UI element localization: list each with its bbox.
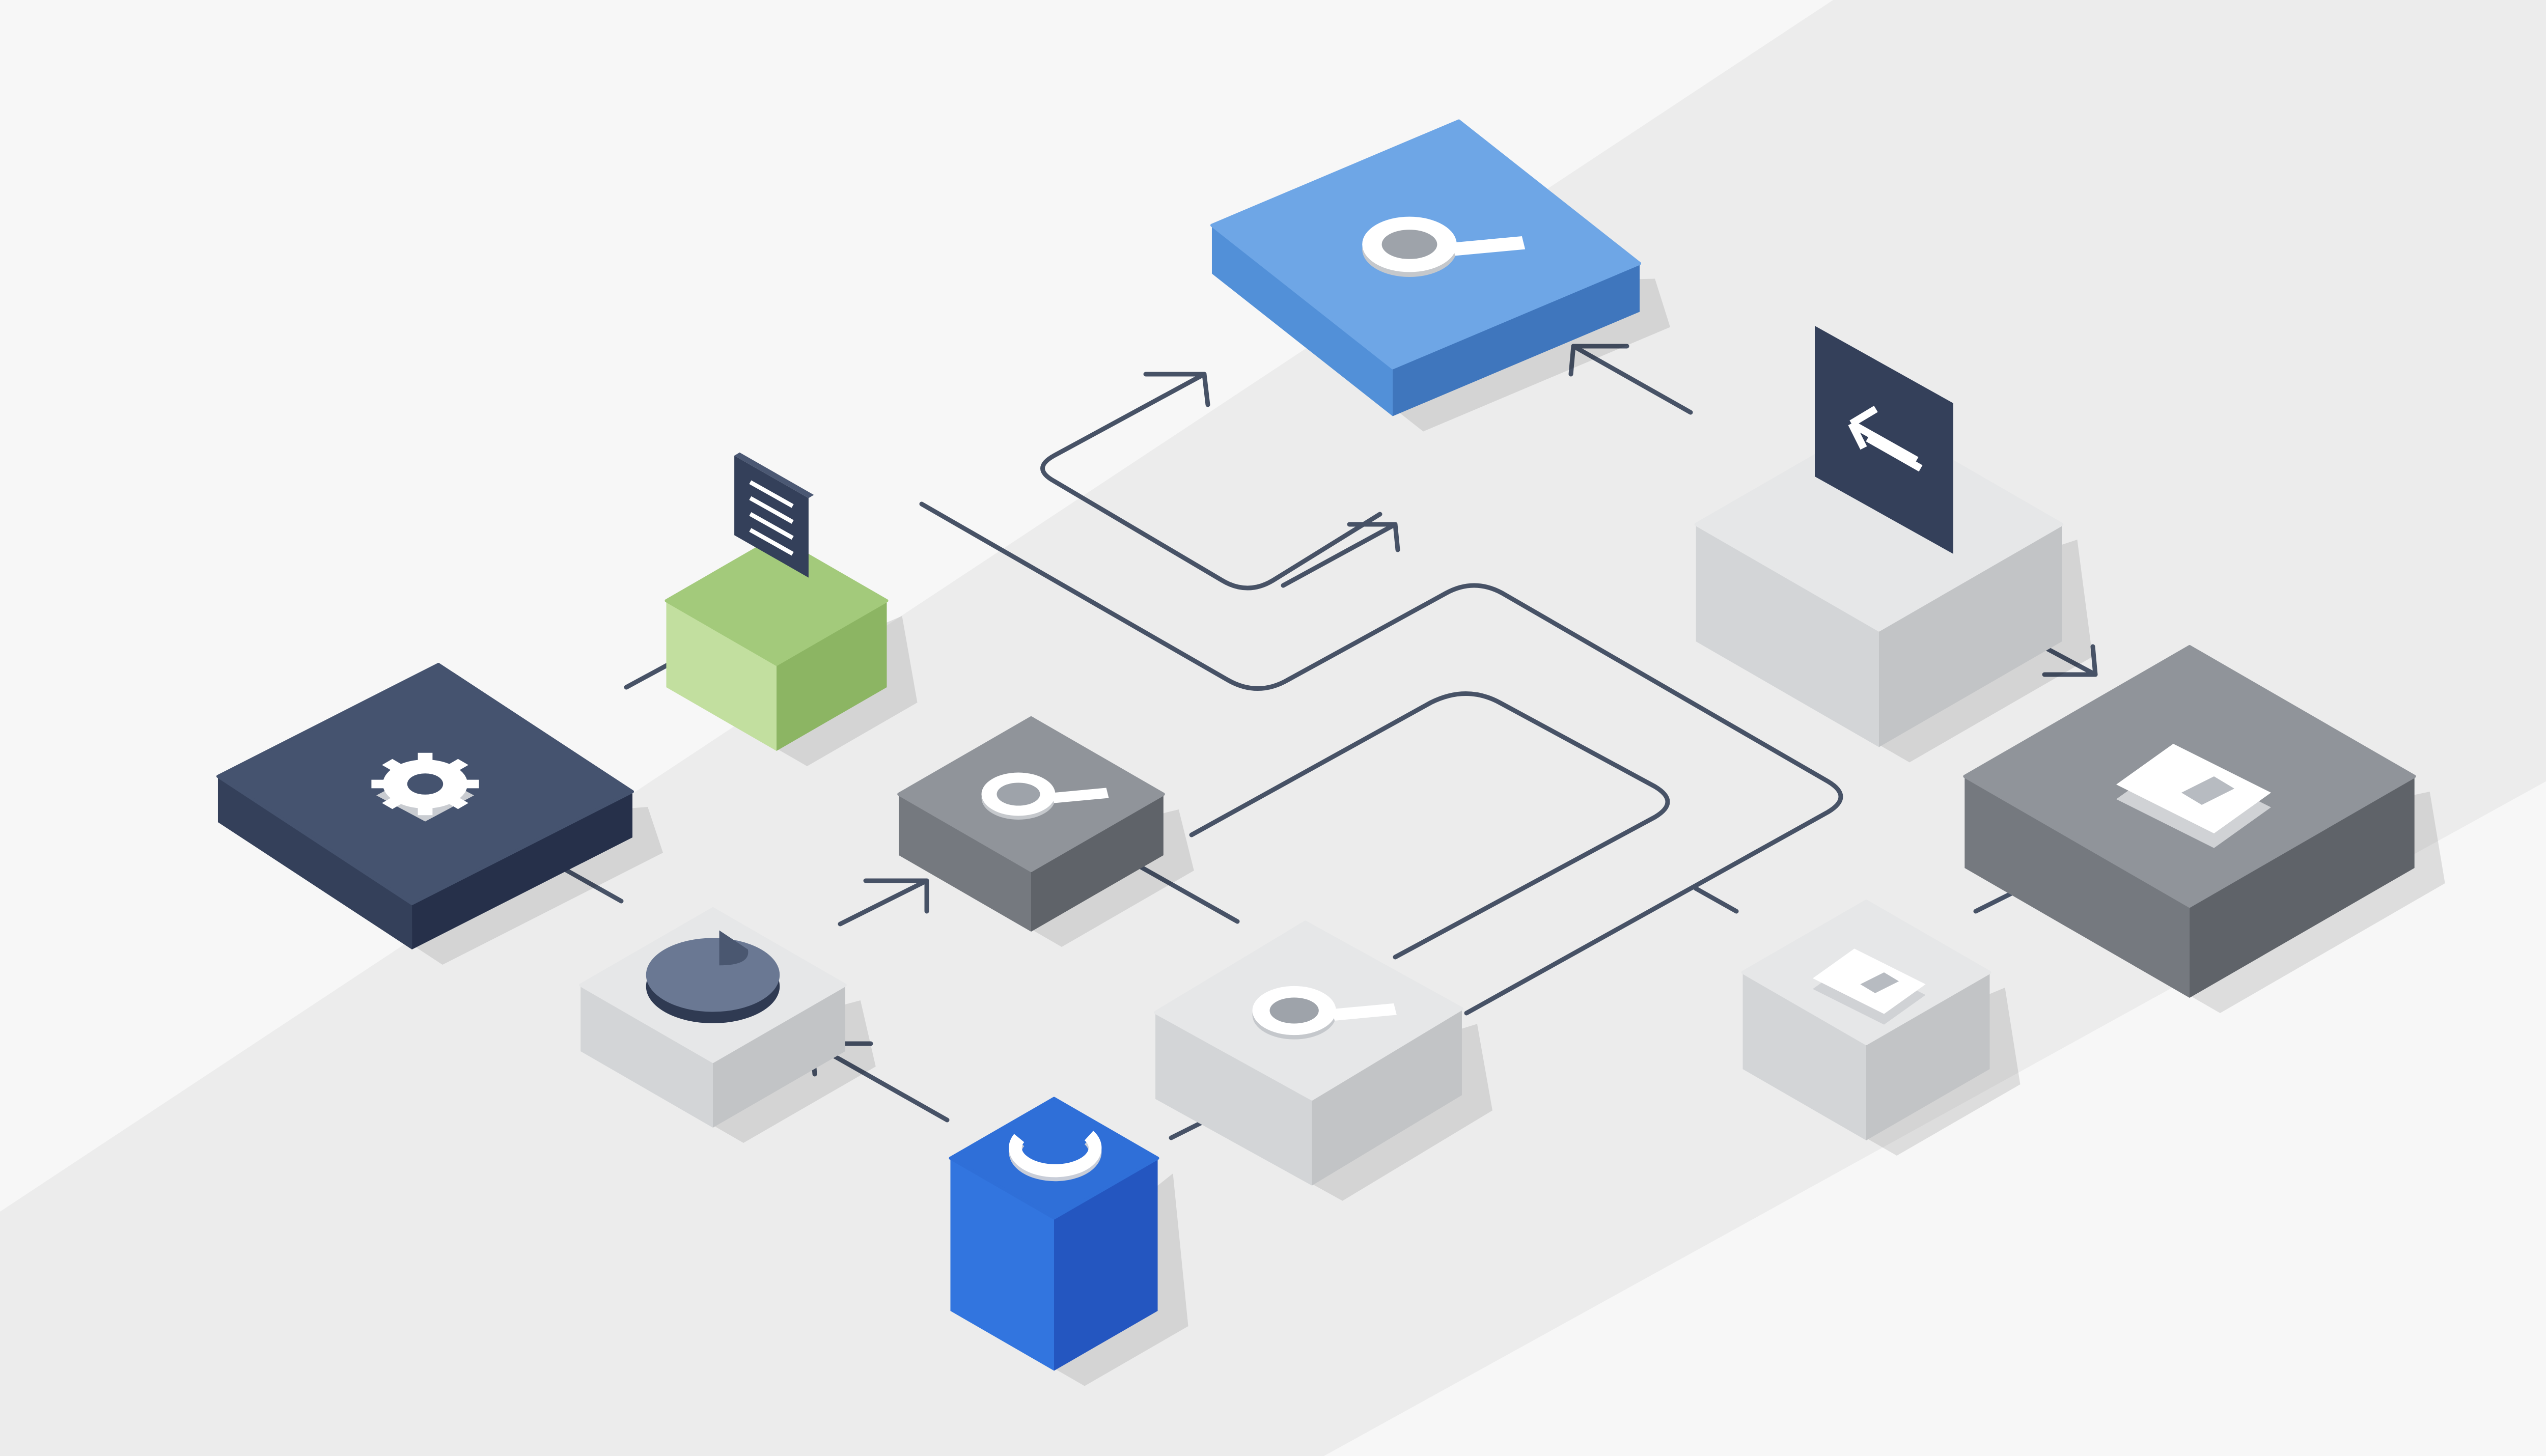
back-block-left-face bbox=[1696, 524, 1879, 747]
connector-cube-to-lower bbox=[1169, 1120, 1204, 1140]
droplet-block-left-face bbox=[580, 985, 713, 1128]
document-icon bbox=[734, 452, 814, 578]
document-block-right-face bbox=[777, 601, 887, 751]
document-block-top-face bbox=[665, 536, 889, 666]
back-arrow-icon bbox=[1815, 326, 1953, 554]
search-block-center-left-face bbox=[899, 794, 1031, 932]
search-icon bbox=[981, 772, 1109, 820]
arrowhead-back bbox=[1568, 344, 1629, 377]
home-block-small[interactable] bbox=[1741, 900, 2021, 1156]
refresh-cube-top-face bbox=[949, 1097, 1159, 1220]
droplet-block[interactable] bbox=[579, 907, 876, 1143]
arrowhead-top-search bbox=[1143, 372, 1210, 407]
home-block-small-right-face bbox=[1866, 972, 1990, 1140]
search-block-center-right-face bbox=[1031, 794, 1164, 932]
settings-block[interactable] bbox=[216, 663, 663, 965]
refresh-cube-right-face bbox=[1054, 1158, 1158, 1371]
connector-to-top-search bbox=[1040, 372, 1382, 591]
document-block[interactable] bbox=[665, 452, 918, 766]
arrowhead-short bbox=[1347, 522, 1400, 552]
connector-home-small-to-lower bbox=[1693, 886, 1739, 914]
connector-center-loop bbox=[1189, 691, 1670, 960]
search-block-top[interactable] bbox=[1210, 119, 1671, 432]
back-block-right-face bbox=[1879, 524, 2062, 747]
search-icon bbox=[1252, 986, 1397, 1040]
search-block-lower[interactable] bbox=[1154, 920, 1492, 1201]
home-block-large-right-face bbox=[2190, 776, 2415, 998]
refresh-icon bbox=[1009, 1131, 1102, 1182]
home-icon bbox=[2116, 744, 2271, 848]
droplet-icon bbox=[646, 930, 780, 1023]
settings-block-left-face bbox=[217, 776, 412, 949]
droplet-block-right-face bbox=[713, 985, 845, 1128]
connector-document-to-lower-search bbox=[919, 501, 1843, 1016]
refresh-cube-left-face bbox=[950, 1158, 1054, 1371]
home-block-large-left-face bbox=[1964, 776, 2190, 998]
connector-center-to-lower bbox=[1136, 863, 1240, 924]
home-block-small-left-face bbox=[1742, 972, 1866, 1140]
home-block-large[interactable] bbox=[1963, 645, 2445, 1013]
gear-icon bbox=[371, 752, 479, 822]
connector-droplet-to-center bbox=[838, 878, 929, 927]
blocks bbox=[216, 119, 2445, 1386]
search-block-center[interactable] bbox=[897, 716, 1194, 947]
search-icon bbox=[1362, 216, 1526, 277]
connector-back-to-top bbox=[1571, 344, 1693, 415]
arrowhead-home bbox=[2042, 644, 2098, 677]
settings-block-right-face bbox=[412, 792, 633, 949]
connector-short-arrow bbox=[1281, 522, 1398, 588]
refresh-cube[interactable] bbox=[949, 1097, 1188, 1386]
search-block-top-right-face bbox=[1393, 263, 1640, 416]
document-block-left-face bbox=[666, 601, 777, 751]
back-block[interactable] bbox=[1694, 326, 2093, 763]
back-block-top-face bbox=[1694, 417, 2064, 632]
arrowhead-center bbox=[863, 878, 929, 914]
search-block-lower-right-face bbox=[1312, 1009, 1462, 1186]
search-block-top-left-face bbox=[1211, 225, 1393, 416]
search-block-lower-left-face bbox=[1155, 1012, 1312, 1186]
home-icon bbox=[1813, 948, 1926, 1025]
